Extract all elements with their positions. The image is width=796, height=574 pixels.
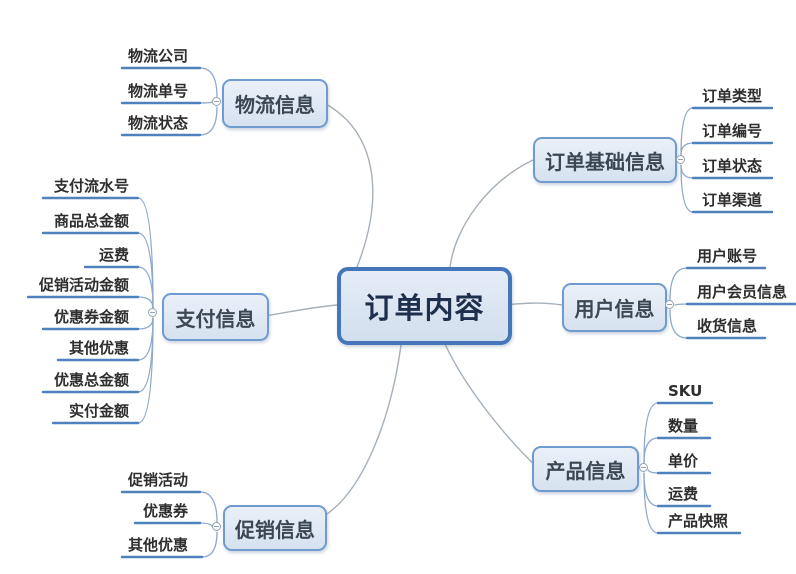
minus-icon bbox=[678, 159, 683, 160]
leaf-topic[interactable]: 促销活动金额 bbox=[38, 276, 129, 294]
branch-payment[interactable]: 支付信息 bbox=[162, 293, 269, 341]
branch-order-basic[interactable]: 订单基础信息 bbox=[533, 137, 677, 183]
leaf-topic[interactable]: 优惠券 bbox=[142, 502, 188, 520]
leaf-topic[interactable]: 数量 bbox=[668, 417, 699, 435]
leaf-topic[interactable]: 其他优惠 bbox=[68, 339, 129, 357]
leaf-topic[interactable]: 用户会员信息 bbox=[697, 283, 788, 301]
minus-icon bbox=[150, 312, 155, 313]
branch-logistics[interactable]: 物流信息 bbox=[222, 79, 328, 128]
leaf-topic[interactable]: 收货信息 bbox=[697, 317, 758, 335]
leaf-topic[interactable]: 促销活动 bbox=[127, 471, 188, 489]
minus-icon bbox=[667, 304, 672, 305]
leaf-topic[interactable]: 运费 bbox=[98, 246, 129, 264]
leaf-topic[interactable]: 订单状态 bbox=[702, 157, 763, 175]
collapse-toggle-payment[interactable] bbox=[148, 308, 157, 317]
collapse-toggle-product[interactable] bbox=[639, 463, 648, 472]
leaf-topic[interactable]: 商品总金额 bbox=[53, 212, 129, 230]
branch-promotion[interactable]: 促销信息 bbox=[223, 505, 327, 551]
leaf-topic[interactable]: 运费 bbox=[668, 485, 699, 503]
branch-connector-lines bbox=[264, 103, 563, 517]
leaf-topic[interactable]: 单价 bbox=[668, 452, 699, 470]
leaf-topic[interactable]: 物流公司 bbox=[127, 47, 188, 65]
leaf-topic[interactable]: 订单渠道 bbox=[702, 191, 763, 209]
leaf-topic[interactable]: 优惠总金额 bbox=[53, 371, 129, 389]
leaf-topic[interactable]: 优惠券金额 bbox=[53, 308, 129, 326]
branch-product[interactable]: 产品信息 bbox=[532, 446, 639, 492]
central-topic[interactable]: 订单内容 bbox=[337, 267, 512, 345]
minus-icon bbox=[214, 526, 219, 527]
leaf-topic[interactable]: 实付金额 bbox=[68, 402, 129, 420]
leaf-topic[interactable]: SKU bbox=[668, 382, 703, 400]
leaf-topic[interactable]: 物流状态 bbox=[127, 114, 188, 132]
minus-icon bbox=[641, 467, 646, 468]
collapse-toggle-logistics[interactable] bbox=[212, 97, 221, 106]
leaf-topic[interactable]: 物流单号 bbox=[127, 82, 188, 100]
leaf-topic[interactable]: 用户账号 bbox=[697, 247, 758, 265]
collapse-toggle-promotion[interactable] bbox=[212, 522, 221, 531]
leaf-topic[interactable]: 其他优惠 bbox=[127, 536, 188, 554]
collapse-toggle-user[interactable] bbox=[665, 300, 674, 309]
leaf-topic[interactable]: 订单类型 bbox=[702, 87, 763, 105]
leaf-topic[interactable]: 订单编号 bbox=[702, 122, 763, 140]
leaf-tail-lines bbox=[137, 67, 694, 558]
collapse-toggle-order-basic[interactable] bbox=[676, 155, 685, 164]
leaf-topic[interactable]: 产品快照 bbox=[668, 512, 729, 530]
leaf-topic[interactable]: 支付流水号 bbox=[53, 177, 129, 195]
minus-icon bbox=[214, 101, 219, 102]
branch-user[interactable]: 用户信息 bbox=[562, 283, 667, 332]
leaf-underlines bbox=[26, 66, 796, 559]
